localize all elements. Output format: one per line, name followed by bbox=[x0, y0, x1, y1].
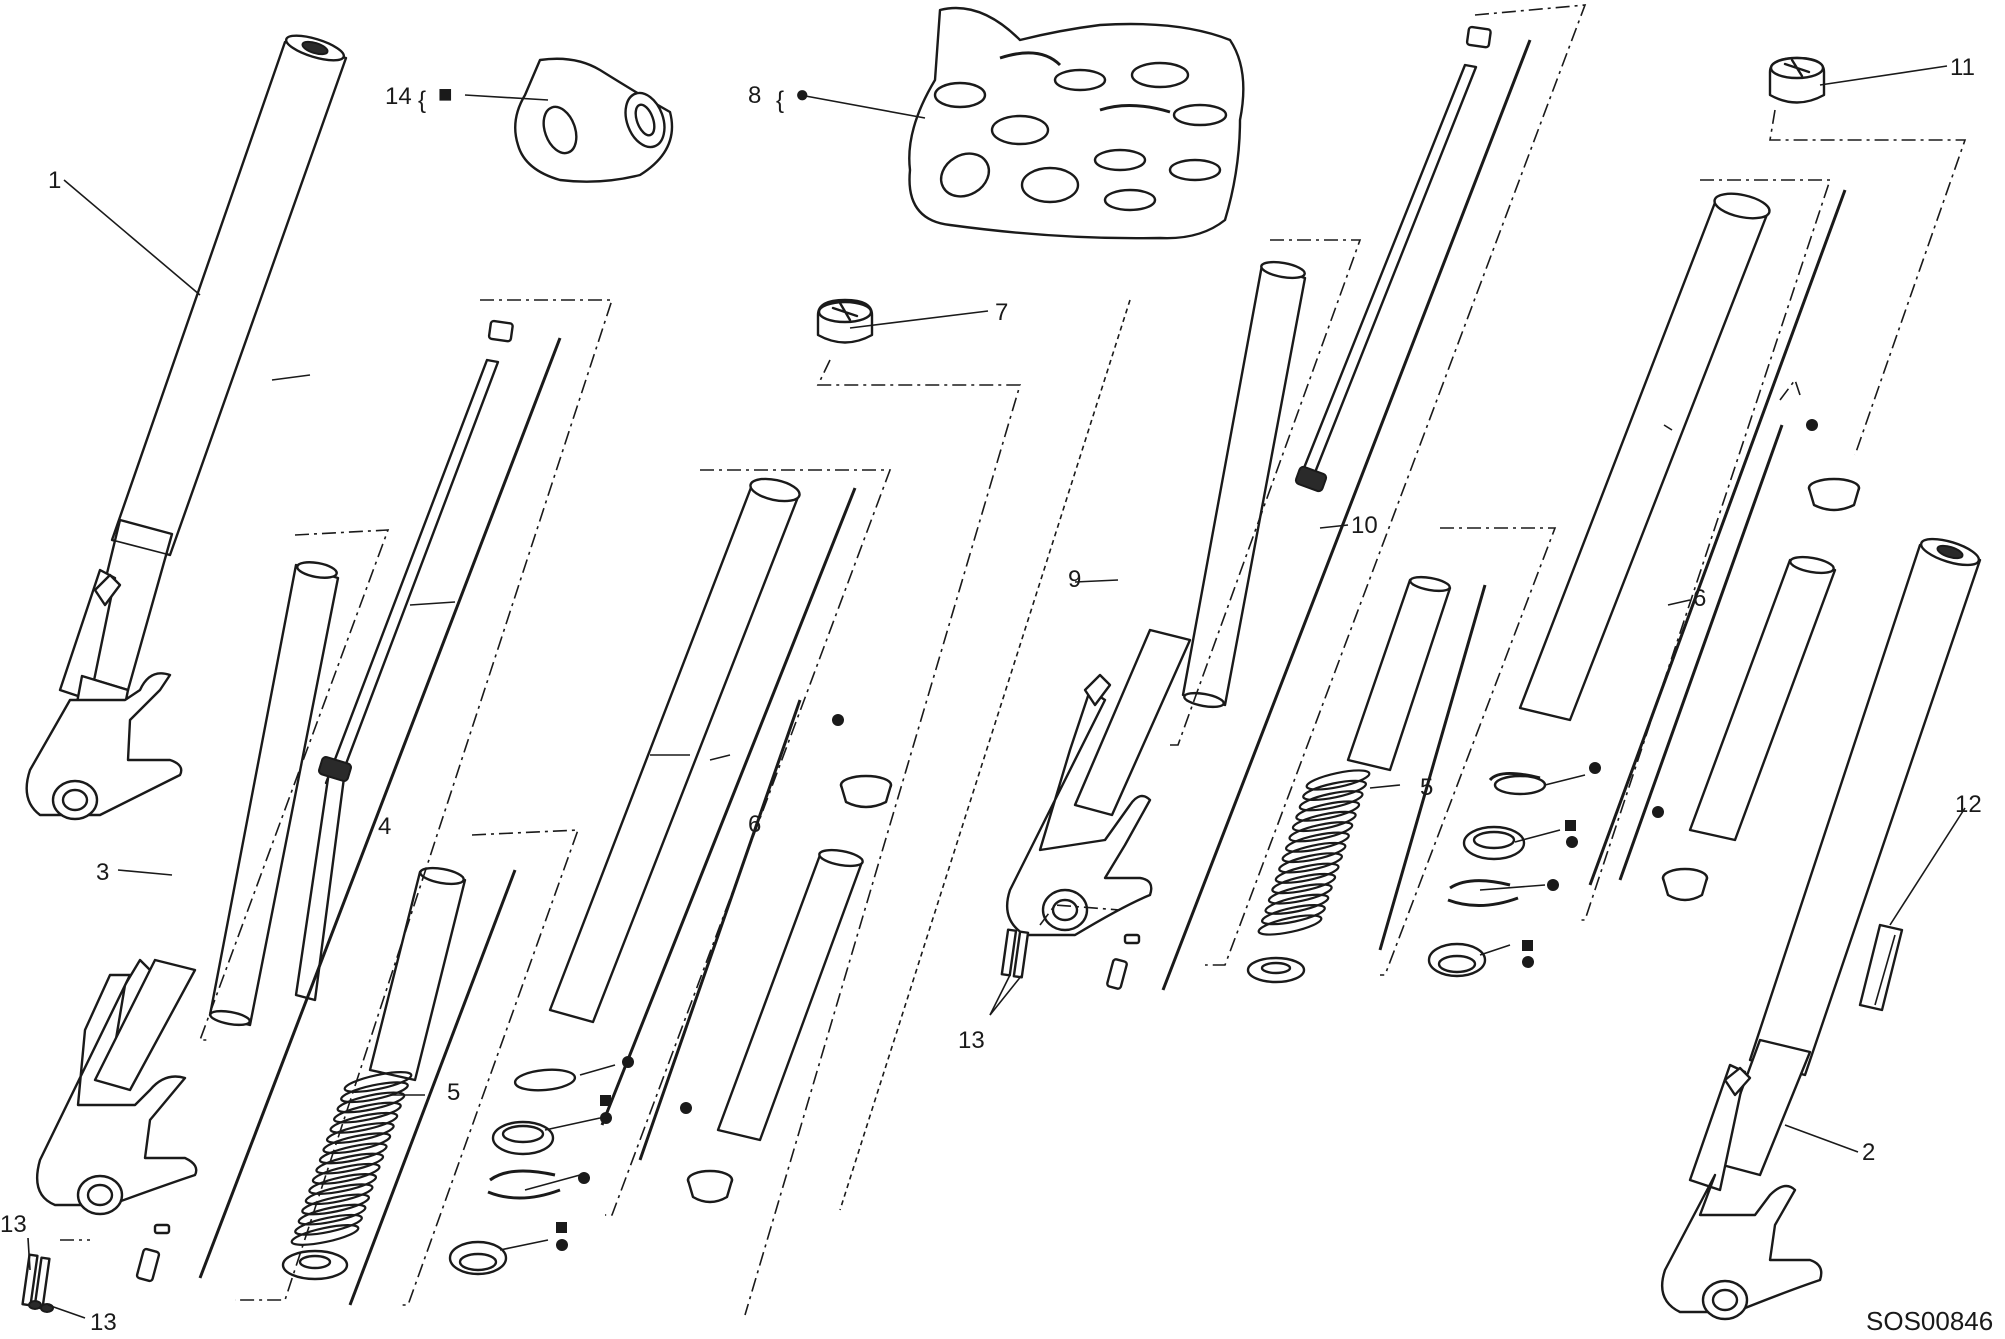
spring-coil bbox=[333, 1101, 402, 1124]
callout-2: 2 bbox=[1862, 1139, 1875, 1166]
protective-pad-12 bbox=[1858, 923, 1904, 1012]
spring-coil bbox=[1267, 883, 1333, 905]
spring-coil bbox=[322, 1132, 392, 1155]
small-screws-right bbox=[1106, 933, 1141, 990]
callout-3: 3 bbox=[96, 859, 109, 886]
fork-cap-7 bbox=[816, 298, 874, 344]
fork-spring-right bbox=[1257, 769, 1371, 936]
seal-kit-bag-14 bbox=[514, 57, 674, 183]
fork-cap-11 bbox=[1768, 56, 1826, 104]
callout-10: 10 bbox=[1351, 512, 1378, 539]
callout-14: 14 bbox=[385, 83, 412, 110]
square-symbol-14: ■ bbox=[438, 81, 453, 108]
callout-9: 9 bbox=[1068, 566, 1081, 593]
spring-coil bbox=[325, 1122, 395, 1144]
spring-coil bbox=[304, 1183, 374, 1206]
callout-7: 7 bbox=[995, 299, 1008, 326]
spring-coil bbox=[1288, 821, 1354, 843]
callout-13-left-bottom: 13 bbox=[90, 1309, 117, 1336]
spring-preload-tube-left bbox=[368, 866, 467, 1082]
spring-coil bbox=[1264, 893, 1330, 915]
spring-seat-right bbox=[1246, 956, 1306, 984]
callout-11: 11 bbox=[1950, 54, 1975, 81]
bushing-upper-left bbox=[839, 774, 893, 809]
diagram-code: SOS00846 bbox=[1866, 1306, 1993, 1336]
small-screws-left bbox=[135, 1223, 171, 1283]
fork-leg-complete-left bbox=[25, 34, 348, 821]
bushing-lower-left bbox=[686, 1169, 734, 1204]
brace-14: { bbox=[418, 87, 426, 114]
callout-6-left: 6 bbox=[748, 811, 761, 838]
spring-coil bbox=[1260, 903, 1326, 926]
spring-coil bbox=[1281, 841, 1347, 864]
spring-coil bbox=[1257, 914, 1323, 936]
spring-coil bbox=[1284, 831, 1350, 853]
bushing-lower-right bbox=[1661, 867, 1709, 902]
spring-coil bbox=[340, 1081, 409, 1104]
spring-preload-tube-right bbox=[1346, 575, 1452, 772]
spring-coil bbox=[1302, 779, 1368, 802]
inner-fork-tube-left bbox=[548, 477, 801, 1024]
callout-8: 8 bbox=[748, 82, 761, 109]
spring-coil bbox=[315, 1152, 385, 1175]
kit-symbol-markers bbox=[556, 419, 1818, 1251]
inner-fork-tube-right bbox=[1518, 192, 1771, 722]
spring-coil bbox=[308, 1173, 378, 1195]
inner-sleeve-right bbox=[1688, 555, 1837, 842]
axle-clamp-screws-right bbox=[1000, 928, 1030, 979]
spring-coil bbox=[294, 1213, 363, 1236]
brace-8: { bbox=[776, 87, 784, 114]
callout-leaders bbox=[27, 65, 1966, 1319]
callout-12: 12 bbox=[1955, 791, 1982, 818]
damper-rod-right bbox=[1294, 25, 1492, 493]
damper-rod-left bbox=[294, 319, 514, 1002]
seal-kit-components-left bbox=[448, 1068, 577, 1276]
spring-coil bbox=[1274, 862, 1340, 884]
inner-sleeve-left bbox=[716, 848, 864, 1142]
bushing-kit-bag-8 bbox=[908, 6, 1245, 240]
callout-13-right: 13 bbox=[958, 1027, 985, 1054]
callout-6-right: 6 bbox=[1693, 585, 1706, 612]
spring-coil bbox=[311, 1162, 381, 1185]
spring-coil bbox=[1271, 872, 1337, 895]
spring-coil bbox=[290, 1224, 360, 1246]
bushing-upper-right bbox=[1807, 477, 1861, 512]
seal-kit-components-right bbox=[1427, 772, 1547, 978]
spring-coil bbox=[297, 1203, 367, 1226]
fork-leg-complete-right bbox=[1660, 537, 1982, 1321]
callout-13-left-top: 13 bbox=[0, 1211, 27, 1238]
spring-coil bbox=[1298, 790, 1364, 812]
axle-clamp-screws-left bbox=[21, 1253, 54, 1313]
spring-coil bbox=[318, 1142, 388, 1165]
fork-spring-left bbox=[290, 1071, 413, 1246]
callout-1: 1 bbox=[48, 167, 61, 194]
spring-coil bbox=[1305, 769, 1371, 791]
spring-coil bbox=[1295, 800, 1361, 822]
cartridge-tube-left bbox=[208, 561, 352, 1027]
spring-coil bbox=[329, 1111, 399, 1134]
spring-coil bbox=[1278, 852, 1344, 874]
fork-leg-lower-right bbox=[1005, 628, 1192, 937]
parallel-reference-lines bbox=[198, 39, 1847, 1306]
spring-coil bbox=[343, 1071, 413, 1093]
callout-5-right: 5 bbox=[1420, 774, 1433, 801]
callout-labels: 1 2 3 4 5 5 6 6 7 8 9 10 11 12 13 13 13 … bbox=[0, 54, 1993, 1336]
callout-4: 4 bbox=[378, 813, 391, 840]
circle-symbol-8: ● bbox=[795, 81, 810, 108]
spring-coil bbox=[301, 1193, 370, 1216]
callout-5-left: 5 bbox=[447, 1079, 460, 1106]
spring-seat-left bbox=[281, 1249, 349, 1281]
cartridge-tube-right bbox=[1181, 260, 1307, 709]
spring-coil bbox=[1291, 810, 1357, 833]
fork-leg-lower-left bbox=[35, 958, 198, 1216]
